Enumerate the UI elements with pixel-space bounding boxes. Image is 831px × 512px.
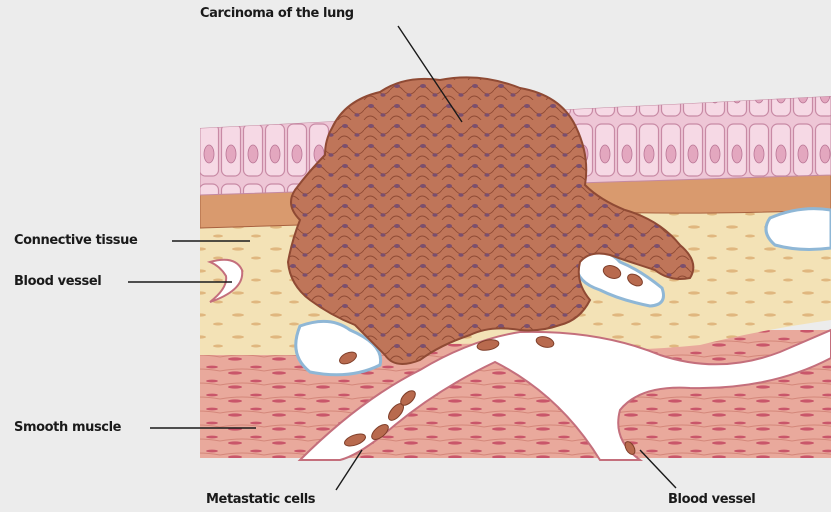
label-smooth-muscle: Smooth muscle (14, 420, 121, 435)
label-blood-vessel-bottom: Blood vessel (668, 492, 755, 507)
label-metastatic-cells: Metastatic cells (206, 492, 315, 507)
label-carcinoma-of-the-lung: Carcinoma of the lung (200, 6, 354, 21)
label-blood-vessel-left: Blood vessel (14, 274, 101, 289)
vessel-lumen-right-top (766, 209, 831, 250)
label-connective-tissue: Connective tissue (14, 233, 137, 248)
